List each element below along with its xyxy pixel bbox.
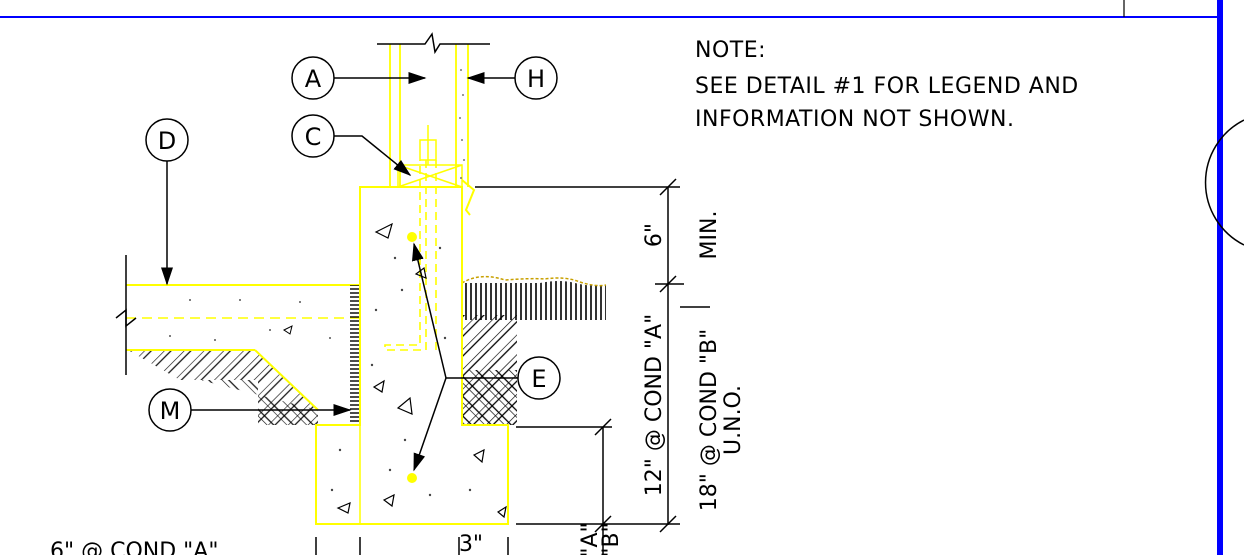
callout-a-label: A — [305, 65, 322, 93]
dim-six-inch: 6" — [642, 223, 667, 247]
callout-e-label: E — [531, 365, 546, 393]
soil-left — [128, 350, 318, 425]
callout-m: M — [148, 388, 352, 432]
dim-cond-b: 18" @ COND "B" — [697, 329, 722, 512]
soil-right — [461, 275, 607, 425]
floor-slab — [115, 255, 360, 425]
callout-d-label: D — [158, 127, 176, 155]
callout-h: H — [466, 56, 558, 100]
callout-c-label: C — [305, 123, 322, 151]
callout-d: D — [145, 118, 189, 286]
callout-h-label: H — [527, 65, 545, 93]
callout-e: E — [411, 242, 561, 472]
callout-a: A — [291, 56, 427, 100]
dimension-lines — [315, 178, 710, 555]
note-line-1: SEE DETAIL #1 FOR LEGEND AND — [695, 74, 1079, 99]
callout-c: C — [291, 114, 412, 176]
callout-m-label: M — [160, 397, 181, 425]
dim-min: MIN. — [697, 211, 722, 260]
dim-uno: U.N.O. — [721, 385, 746, 455]
note-heading: NOTE: — [695, 38, 766, 63]
dim-small-a: "A" — [578, 522, 603, 555]
dim-three-inch: 3" — [459, 532, 483, 555]
note-line-2: INFORMATION NOT SHOWN. — [695, 107, 1014, 132]
dim-cond-a: 12" @ COND "A" — [642, 314, 667, 496]
dim-bottom-left: 6" @ COND "A" — [50, 539, 218, 555]
general-note: NOTE: SEE DETAIL #1 FOR LEGEND AND INFOR… — [695, 38, 1079, 132]
dim-small-b: "B" — [599, 522, 624, 555]
wall-above — [377, 32, 490, 187]
